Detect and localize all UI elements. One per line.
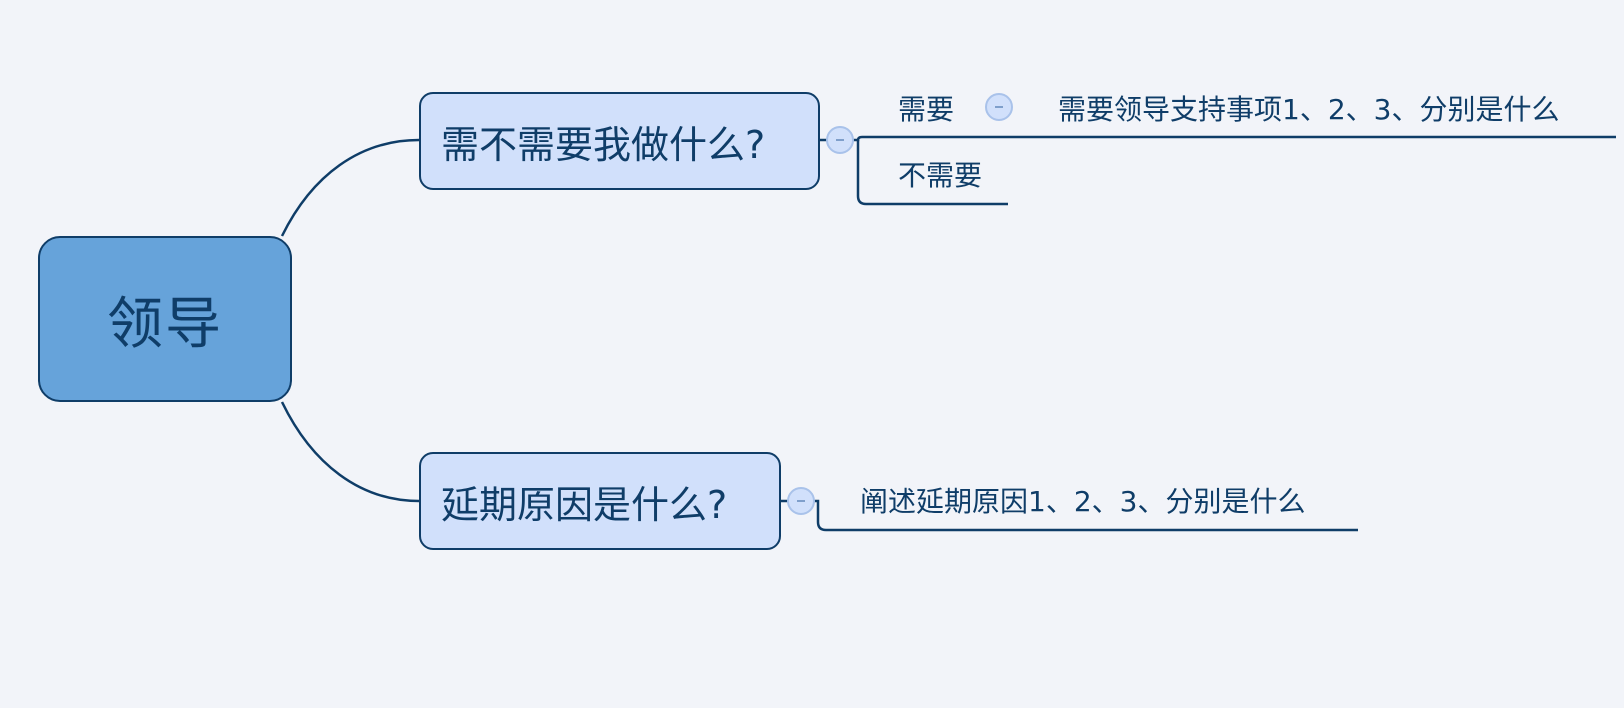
connector-topic2-reason bbox=[781, 499, 1358, 532]
connector-topic1-needed bbox=[820, 135, 1000, 142]
subtopic-not-needed[interactable]: 不需要 bbox=[898, 159, 983, 192]
central-topic[interactable]: 领导 bbox=[38, 236, 292, 402]
collapse-topic1-icon[interactable] bbox=[826, 126, 854, 154]
collapse-topic2-icon[interactable] bbox=[787, 487, 815, 515]
subtopic-needed[interactable]: 需要 bbox=[898, 93, 955, 126]
topic-delay-reason[interactable]: 延期原因是什么? bbox=[419, 452, 781, 550]
connector-root-topic2 bbox=[280, 401, 420, 503]
collapse-needed-icon[interactable] bbox=[985, 93, 1013, 121]
subtopic-needed-detail[interactable]: 需要领导支持事项1、2、3、分别是什么 bbox=[1058, 93, 1560, 126]
topic-need-me-to-do[interactable]: 需不需要我做什么? bbox=[419, 92, 820, 190]
connector-topic1-not-needed bbox=[856, 140, 1008, 206]
subtopic-delay-reason-detail[interactable]: 阐述延期原因1、2、3、分别是什么 bbox=[860, 485, 1306, 518]
connector-root-topic1 bbox=[280, 138, 420, 237]
